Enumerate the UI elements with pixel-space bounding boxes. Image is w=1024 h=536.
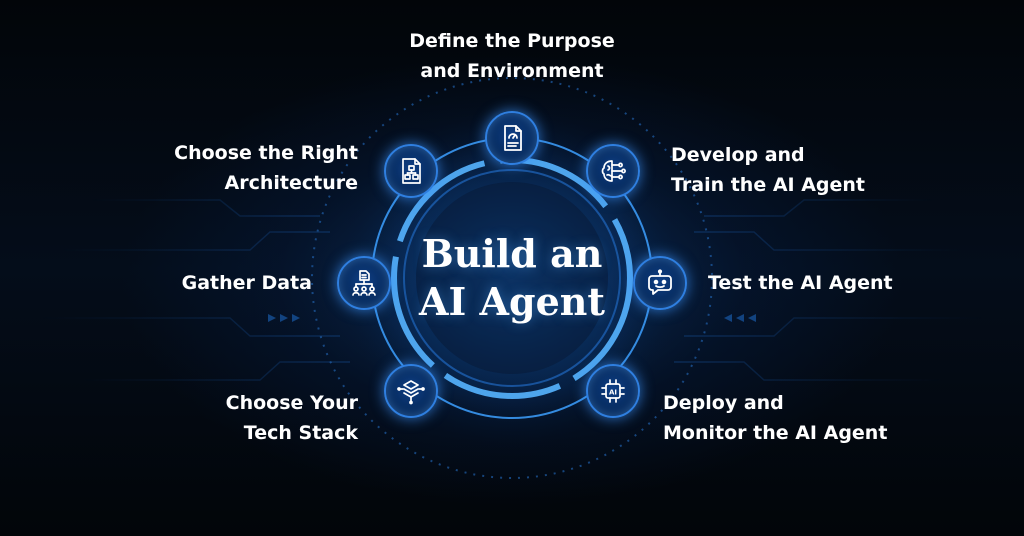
circuit-traces	[40, 199, 984, 381]
step-label-test-agent: Test the AI Agent	[708, 272, 893, 294]
layered-stack-icon	[397, 380, 425, 405]
chat-bot-icon	[648, 269, 672, 295]
svg-text:AI: AI	[609, 389, 617, 397]
step-node-define-purpose	[485, 111, 539, 165]
title-line-2: AI Agent	[419, 279, 605, 324]
step-node-gather-data	[337, 256, 391, 310]
center-title: Build an AI Agent	[372, 230, 652, 326]
chevron-arrows	[268, 314, 756, 322]
step-label-develop-train: Develop and Train the AI Agent	[671, 144, 866, 196]
step-label-gather-data: Gather Data	[181, 272, 312, 294]
step-label-architecture: Choose the Right Architecture	[174, 142, 358, 194]
data-hierarchy-icon	[352, 270, 376, 296]
outer-dotted-ring	[311, 77, 713, 479]
step-label-define-purpose: Define the Purpose and Environment	[409, 30, 615, 82]
document-icon	[504, 125, 522, 151]
step-node-test-agent	[633, 256, 687, 310]
step-label-tech-stack: Choose Your Tech Stack	[225, 392, 358, 444]
step-node-deploy-monitor: AI	[586, 364, 640, 418]
ai-chip-icon: AI	[601, 379, 625, 403]
step-node-tech-stack	[384, 364, 438, 418]
title-line-1: Build an	[421, 231, 603, 276]
brain-circuit-icon	[601, 160, 626, 182]
step-label-deploy-monitor: Deploy and Monitor the AI Agent	[663, 392, 888, 444]
architecture-diagram-icon	[402, 158, 421, 184]
step-node-develop-train	[586, 144, 640, 198]
step-node-architecture	[384, 144, 438, 198]
